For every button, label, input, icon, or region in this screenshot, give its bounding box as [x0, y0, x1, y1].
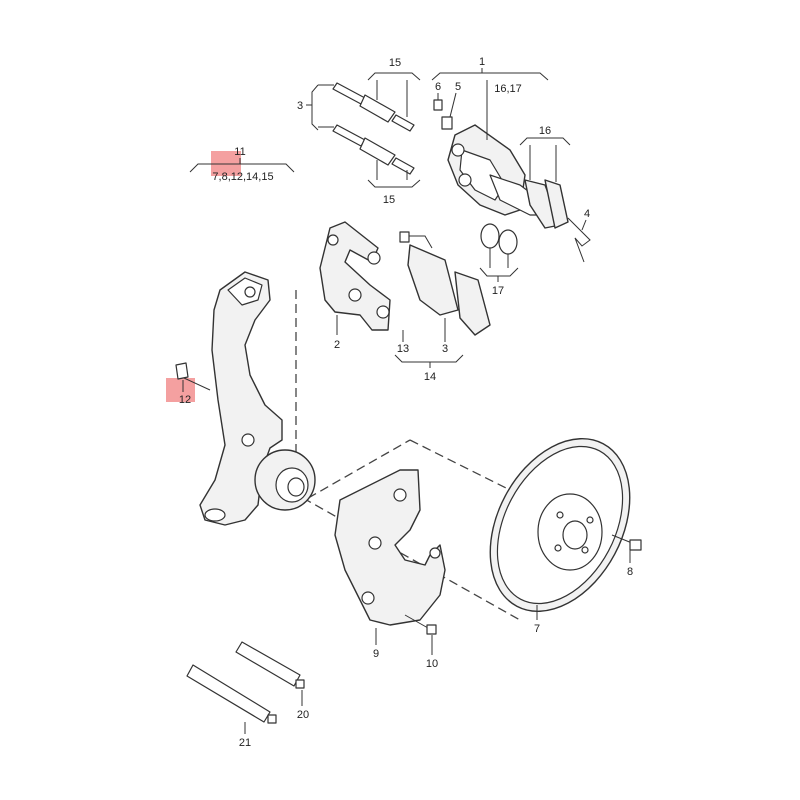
- brake-pads-16: [524, 179, 569, 229]
- assembly-dashed-lines: [295, 290, 521, 621]
- label-13: 13: [397, 343, 409, 355]
- highlight-12: [166, 378, 195, 402]
- label-11-sub: 7,8,12,14,15: [212, 171, 273, 183]
- grease-tube-20: [235, 641, 305, 689]
- seal-rings: [480, 223, 518, 255]
- brake-caliper: [447, 124, 549, 216]
- label-2: 2: [334, 339, 340, 351]
- label-16: 16: [539, 125, 551, 137]
- grease-tube-21: [186, 664, 277, 724]
- splash-shield: [334, 469, 446, 626]
- bolt-8: [611, 534, 642, 551]
- label-5: 5: [455, 81, 461, 93]
- label-10: 10: [426, 658, 438, 670]
- spring-clip: [567, 217, 591, 263]
- bolt-12: [175, 362, 211, 391]
- label-6: 6: [435, 81, 441, 93]
- label-4: 4: [584, 208, 590, 220]
- label-21: 21: [239, 737, 251, 749]
- label-3-mid: 3: [442, 343, 448, 355]
- label-11: 11: [234, 146, 245, 158]
- bolt-10: [404, 614, 437, 635]
- label-3-top: 3: [297, 100, 303, 112]
- label-15-bottom: 15: [383, 194, 395, 206]
- label-12: 12: [179, 394, 191, 406]
- brake-disc: [489, 438, 631, 612]
- bleeder-parts: [433, 99, 453, 130]
- label-14: 14: [424, 371, 436, 383]
- guide-bolts: [332, 82, 415, 175]
- label-16-17: 16,17: [494, 83, 522, 95]
- label-17: 17: [492, 285, 504, 297]
- label-15-top: 15: [389, 57, 401, 69]
- label-9: 9: [373, 648, 379, 660]
- caliper-bracket: [319, 221, 391, 331]
- label-7: 7: [534, 623, 540, 635]
- leader-lines: [182, 68, 631, 734]
- label-8: 8: [627, 566, 633, 578]
- steering-knuckle: [199, 271, 316, 526]
- brake-pads-13: [399, 231, 491, 336]
- label-1: 1: [479, 56, 485, 68]
- label-20: 20: [297, 709, 309, 721]
